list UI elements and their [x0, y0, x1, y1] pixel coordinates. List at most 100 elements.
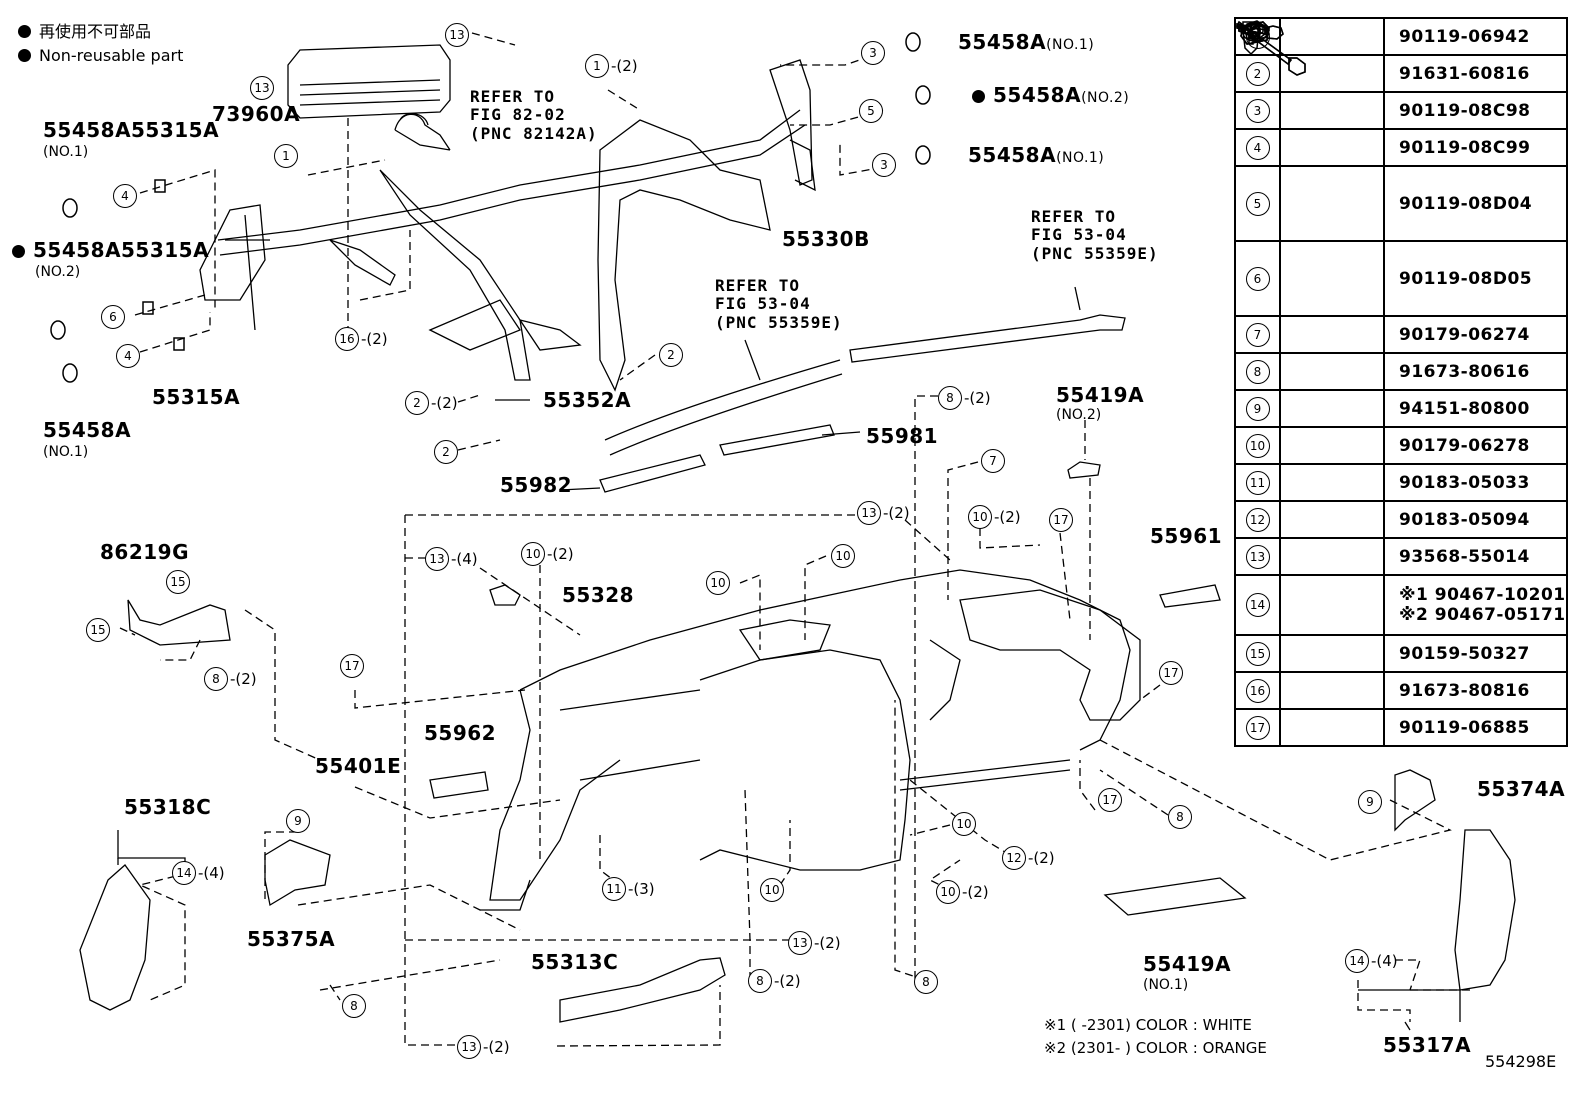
callout[interactable]: 1-(2) [585, 54, 638, 78]
callout[interactable]: 8 [1168, 805, 1194, 829]
callout[interactable]: 5 [859, 99, 885, 123]
callout[interactable]: 17 [1098, 788, 1124, 812]
callout[interactable]: 15 [86, 618, 112, 642]
callout[interactable]: 4 [116, 344, 142, 368]
part-label[interactable]: 55318C [124, 795, 212, 819]
callout[interactable]: 17 [1159, 661, 1185, 685]
part-label[interactable]: 55374A [1477, 777, 1566, 801]
part-label[interactable]: 73960A [212, 102, 301, 126]
callout[interactable]: 10 [706, 571, 732, 595]
callout-qty: -(2) [1028, 849, 1055, 867]
callout[interactable]: 17 [340, 654, 366, 678]
callout[interactable]: 6 [101, 305, 127, 329]
callout[interactable]: 10 [760, 878, 786, 902]
callout[interactable]: 3 [872, 153, 898, 177]
callout[interactable]: 2 [434, 440, 460, 464]
part-label[interactable]: 55419A [1143, 952, 1232, 976]
part-label[interactable]: 55961 [1150, 524, 1223, 548]
callout[interactable]: 2-(2) [405, 391, 458, 415]
part-label[interactable]: 55328 [562, 583, 635, 607]
callout[interactable]: 17 [1049, 508, 1075, 532]
part-label[interactable]: 55315A [121, 238, 210, 262]
callout[interactable]: 10 [952, 812, 978, 836]
callout-number: 8 [938, 386, 962, 410]
part-label[interactable]: 55458A(NO.1) [968, 145, 1104, 165]
callout[interactable]: 7 [981, 449, 1007, 473]
callout[interactable]: 8 [342, 994, 368, 1018]
refer-note-53-04-a[interactable]: REFER TO FIG 53-04 (PNC 55359E) [715, 276, 843, 332]
refer-line: (PNC 82142A) [470, 123, 598, 143]
part-label-text: 55458A [993, 83, 1082, 107]
callout[interactable]: 13-(2) [457, 1035, 510, 1059]
part-label[interactable]: 55313C [531, 950, 619, 974]
callout[interactable]: 13 [445, 23, 471, 47]
part-number: 91631-60816 [1383, 54, 1568, 93]
part-label[interactable]: 55458A [12, 240, 121, 260]
callout[interactable]: 16-(2) [335, 327, 388, 351]
callout[interactable]: 4 [113, 184, 139, 208]
part-label[interactable]: 55962 [424, 721, 497, 745]
callout-number: 9 [1358, 790, 1382, 814]
part-label[interactable]: 55401E [315, 754, 402, 778]
callout-number: 7 [981, 449, 1005, 473]
refer-note-82-02[interactable]: REFER TO FIG 82-02 (PNC 82142A) [470, 87, 598, 143]
callout[interactable]: 8-(2) [938, 386, 991, 410]
table-row[interactable]: 14※1 90467-10201※2 90467-05171 [1234, 21, 1568, 636]
callout[interactable]: 11-(3) [602, 877, 655, 901]
callout[interactable]: 10-(2) [936, 880, 989, 904]
part-label[interactable]: 55458A [43, 118, 132, 142]
callout[interactable]: 14-(4) [172, 861, 225, 885]
callout[interactable]: 13 [250, 76, 276, 100]
row-number: 17 [1245, 715, 1270, 740]
part-label[interactable]: 55458A [43, 418, 132, 442]
callout[interactable]: 10-(2) [968, 505, 1021, 529]
part-label[interactable]: 55981 [866, 424, 939, 448]
callout[interactable]: 8 [914, 970, 940, 994]
callout[interactable]: 8-(2) [204, 667, 257, 691]
callout[interactable]: 1 [274, 144, 300, 168]
part-label[interactable]: 55458A(NO.1) [958, 32, 1094, 52]
part-label[interactable]: 86219G [100, 540, 189, 564]
callout[interactable]: 2 [659, 343, 685, 367]
callout[interactable]: 10-(2) [521, 542, 574, 566]
callout[interactable]: 3 [861, 41, 887, 65]
part-label[interactable]: 55419A [1056, 383, 1145, 407]
part-label[interactable]: 55330B [782, 227, 870, 251]
callout-number: 11 [602, 877, 626, 901]
callout[interactable]: 14-(4) [1345, 949, 1398, 973]
part-label[interactable]: 55315A [131, 118, 220, 142]
part-label[interactable]: 55982 [500, 473, 573, 497]
callout[interactable]: 13-(2) [788, 931, 841, 955]
callout[interactable]: 13-(4) [425, 547, 478, 571]
callout[interactable]: 15 [166, 570, 192, 594]
callout[interactable]: 9 [1358, 790, 1384, 814]
callout[interactable]: 12-(2) [1002, 846, 1055, 870]
row-number: 6 [1245, 266, 1270, 291]
note-line: ※2 (2301- ) COLOR : ORANGE [1044, 1039, 1267, 1057]
refer-note-53-04-b[interactable]: REFER TO FIG 53-04 (PNC 55359E) [1031, 207, 1159, 263]
callout[interactable]: 13-(2) [857, 501, 910, 525]
part-label[interactable]: 55315A [152, 385, 241, 409]
part-label[interactable]: 55375A [247, 927, 336, 951]
part-label[interactable]: 55352A [543, 388, 632, 412]
callout[interactable]: 8-(2) [748, 969, 801, 993]
callout[interactable]: 10 [831, 544, 857, 568]
part-label[interactable]: 55458A(NO.2) [972, 85, 1129, 105]
callout[interactable]: 9 [286, 809, 312, 833]
callout-number: 3 [861, 41, 885, 65]
part-label[interactable]: 55317A [1383, 1033, 1472, 1057]
